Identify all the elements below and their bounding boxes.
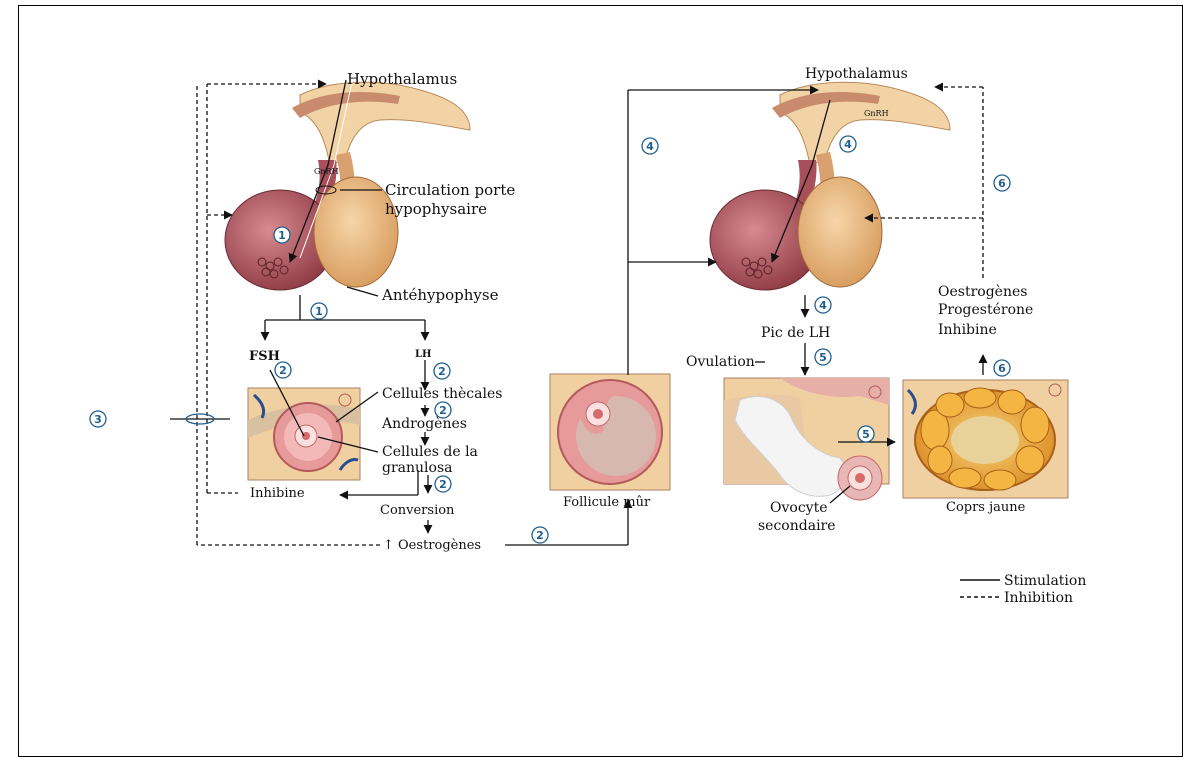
oocyte-label-1: Ovocyte <box>770 500 827 516</box>
svg-text:5: 5 <box>862 428 870 441</box>
portal-circulation-label-2: hypophysaire <box>385 200 487 218</box>
antehypophyse-label: Antéhypophyse <box>381 286 499 304</box>
step-marker: 5 <box>815 349 831 365</box>
oocyte-label-2: secondaire <box>758 518 836 534</box>
step-marker: 3 <box>90 411 106 427</box>
hormone-estrogen-label: Oestrogènes <box>938 284 1027 300</box>
svg-text:1: 1 <box>278 229 286 242</box>
step-marker: 6 <box>994 360 1010 376</box>
svg-text:3: 3 <box>94 413 102 426</box>
hormone-progesterone-label: Progestérone <box>938 302 1033 318</box>
right-pituitary-illustration <box>710 82 950 290</box>
svg-text:4: 4 <box>844 138 852 151</box>
granulosa-label-1: Cellules de la <box>382 444 478 460</box>
svg-text:1: 1 <box>315 305 323 318</box>
mature-follicle-label: Follicule mûr <box>563 495 651 510</box>
corpus-luteum-illustration <box>903 380 1068 498</box>
androgens-label: Androgènes <box>381 416 467 432</box>
estrogen-label: ↑ Oestrogènes <box>383 538 481 553</box>
step-marker: 4 <box>840 136 856 152</box>
svg-text:6: 6 <box>998 362 1006 375</box>
step-marker: 2 <box>275 362 291 378</box>
granulosa-label-2: granulosa <box>382 460 452 476</box>
left-hypothalamus-label: Hypothalamus <box>347 70 457 88</box>
legend-stimulation-label: Stimulation <box>1004 573 1086 589</box>
step-marker: 2 <box>434 363 450 379</box>
right-gnrh-label: GnRH <box>864 109 889 118</box>
svg-text:4: 4 <box>819 299 827 312</box>
conversion-label: Conversion <box>380 503 455 518</box>
corpus-luteum-label: Coprs jaune <box>946 500 1026 515</box>
lh-label: LH <box>415 349 431 360</box>
left-gnrh-label: GnRH <box>314 167 339 176</box>
step-marker: 2 <box>532 527 548 543</box>
svg-text:2: 2 <box>279 364 287 377</box>
inhibin-label: Inhibine <box>250 486 305 501</box>
right-hypothalamus-label: Hypothalamus <box>805 66 908 82</box>
svg-text:4: 4 <box>646 140 654 153</box>
ovulation-label: Ovulation <box>686 354 755 370</box>
svg-text:2: 2 <box>439 478 447 491</box>
middle-labels: Follicule mûr <box>563 495 651 510</box>
svg-text:2: 2 <box>536 529 544 542</box>
svg-text:2: 2 <box>438 365 446 378</box>
legend-inhibition-label: Inhibition <box>1004 590 1073 606</box>
legend: Stimulation Inhibition <box>960 573 1086 606</box>
step-marker: 4 <box>642 138 658 154</box>
mature-follicle-illustration <box>550 374 670 490</box>
step-marker: 5 <box>858 426 874 442</box>
svg-text:6: 6 <box>998 177 1006 190</box>
step-marker: 6 <box>994 175 1010 191</box>
step-marker: 1 <box>274 227 290 243</box>
step-marker: 4 <box>815 297 831 313</box>
fsh-label: FSH <box>249 349 280 364</box>
portal-circulation-label-1: Circulation porte <box>385 181 515 199</box>
lh-surge-label: Pic de LH <box>761 325 830 341</box>
hormone-inhibin-label: Inhibine <box>938 322 997 338</box>
step-marker: 2 <box>435 476 451 492</box>
left-labels: Hypothalamus GnRH Circulation porte hypo… <box>249 70 515 553</box>
theca-cells-label: Cellules thècales <box>382 386 502 402</box>
svg-text:5: 5 <box>819 351 827 364</box>
step-marker: 1 <box>311 303 327 319</box>
left-follicle-illustration <box>248 388 360 480</box>
